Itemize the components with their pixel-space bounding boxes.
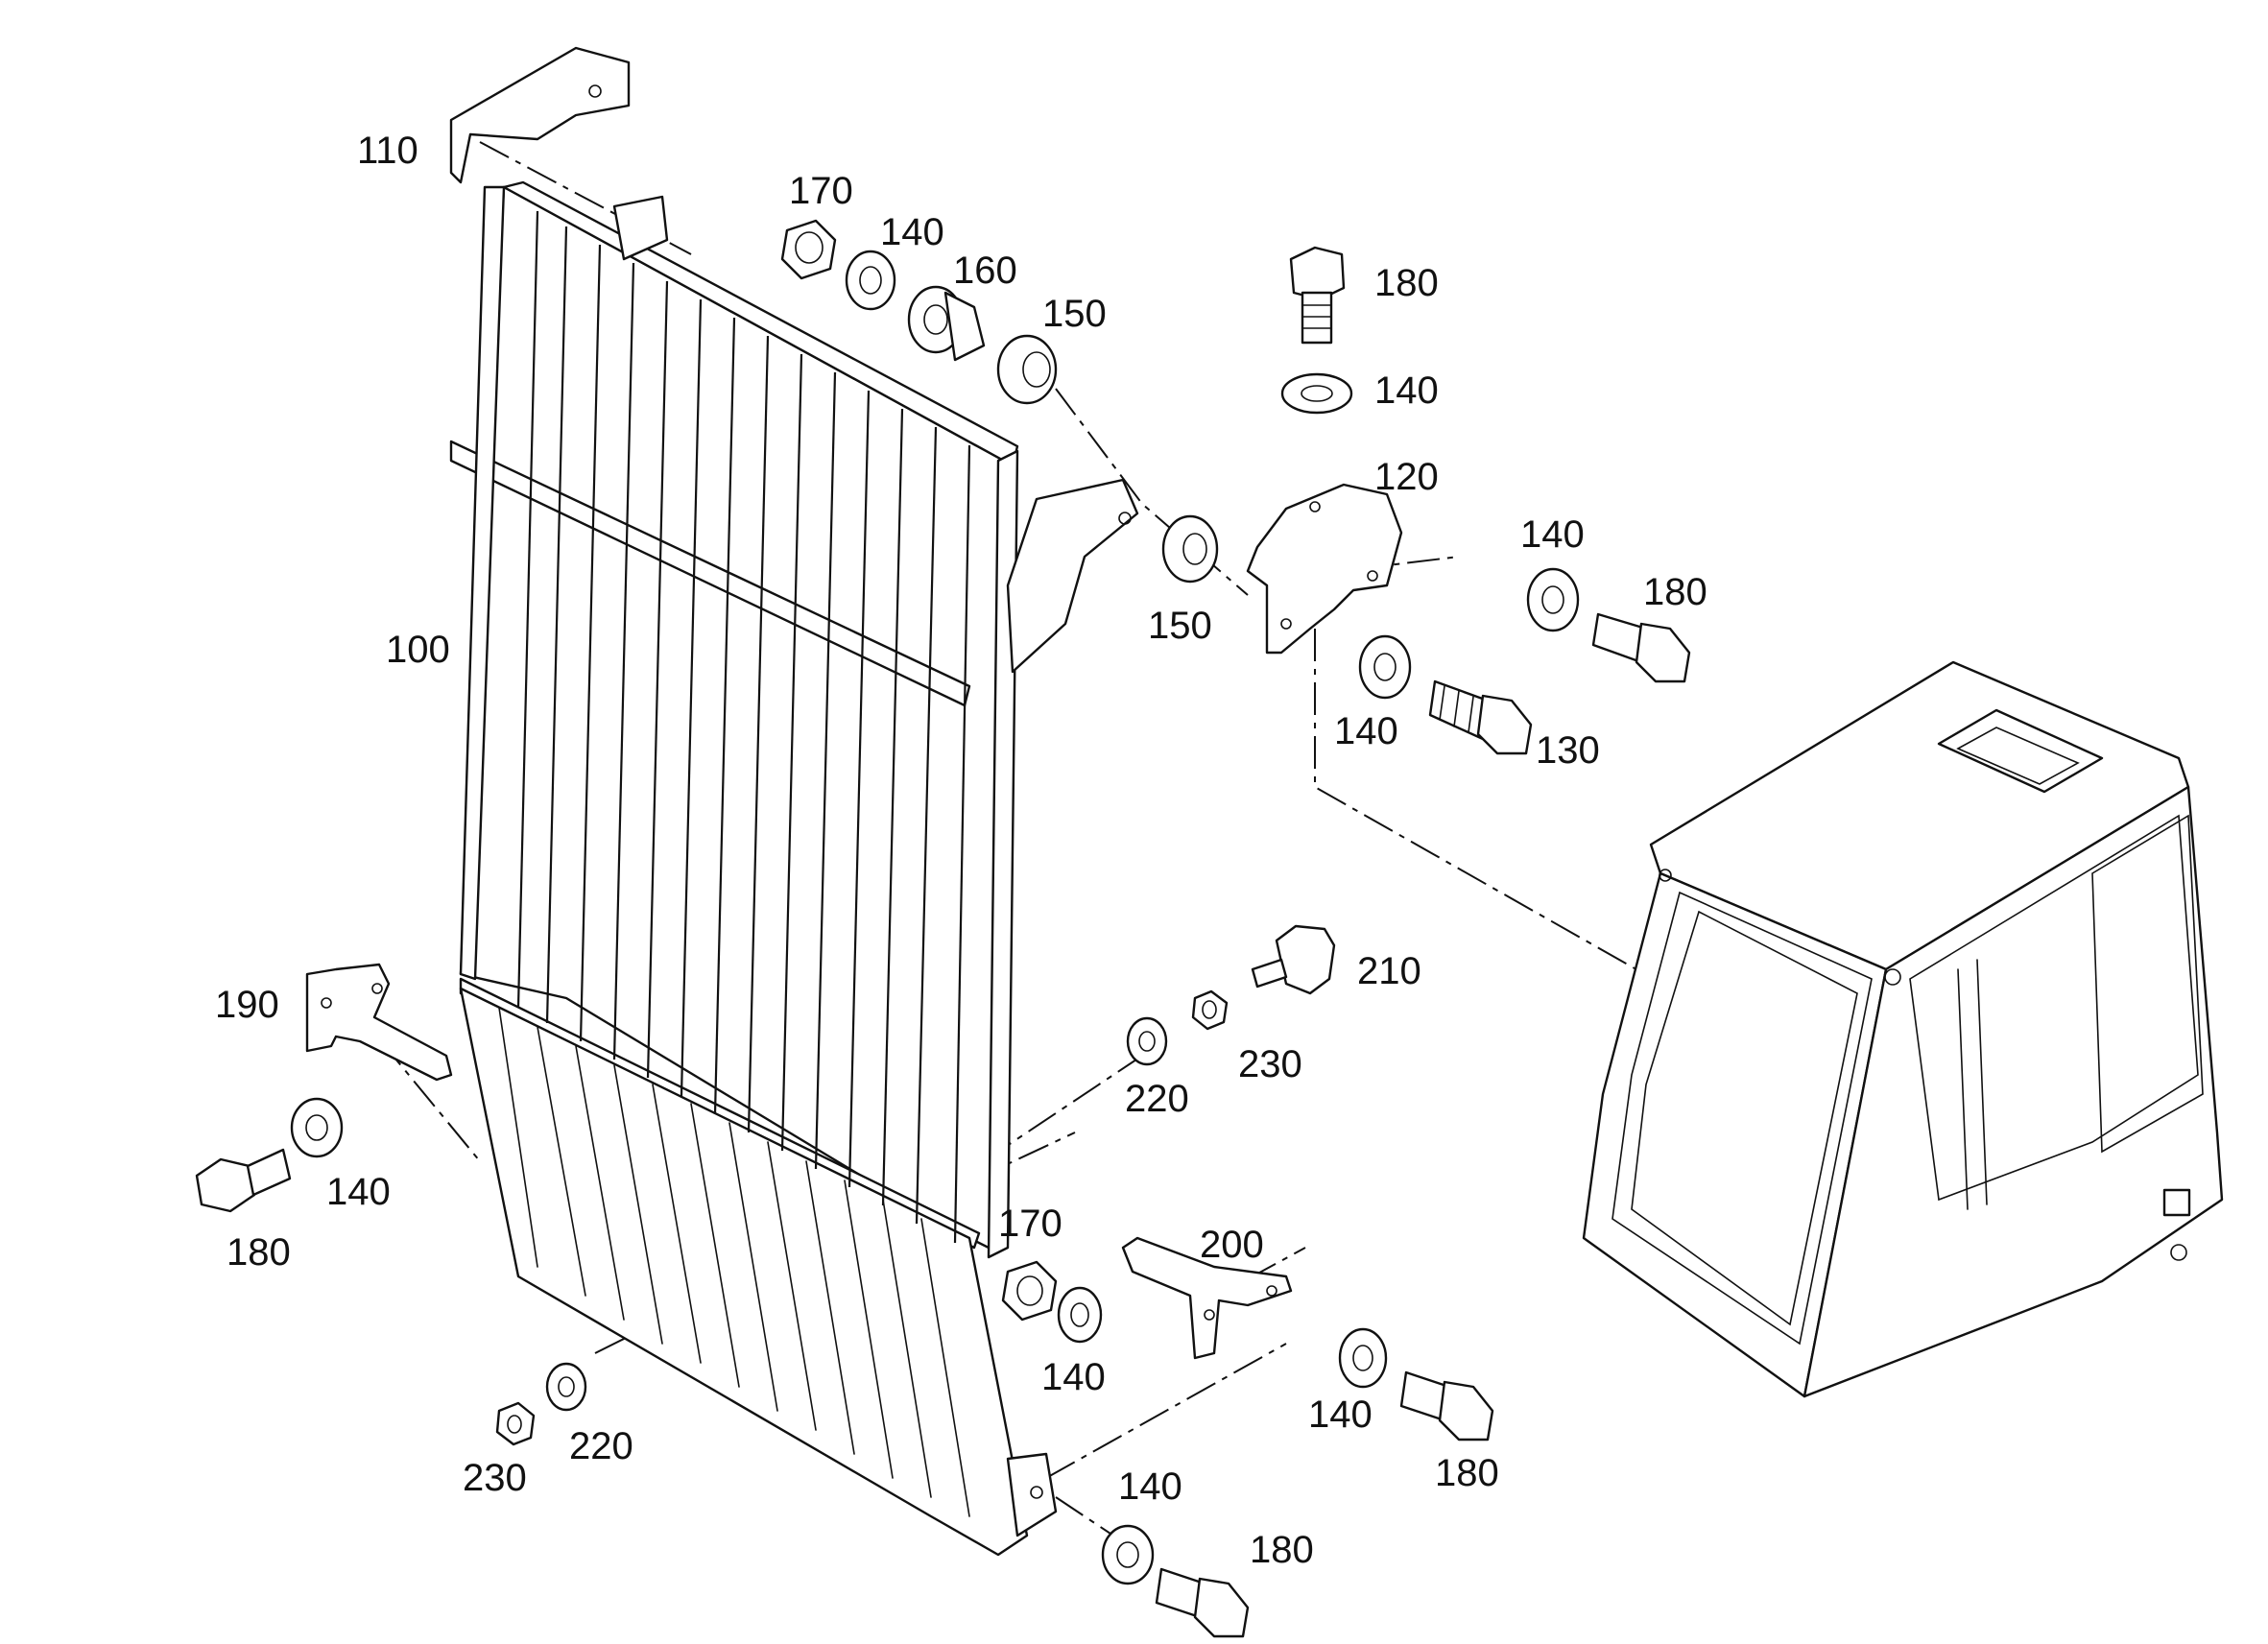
bushing-160-icon (907, 285, 986, 362)
nut-170-low-icon (1001, 1260, 1058, 1322)
callout-140-low: 140 (1041, 1356, 1106, 1398)
callout-180-right: 180 (1643, 571, 1707, 613)
callout-210: 210 (1357, 950, 1421, 992)
bumper-210-icon (1251, 924, 1336, 995)
nut-170-top-icon (780, 219, 837, 280)
callout-160: 160 (953, 250, 1017, 292)
bolt-180-bottom-icon (1155, 1567, 1250, 1638)
bolt-180-right-icon (1591, 612, 1691, 683)
guard-upper-bars (516, 210, 971, 1244)
bracket-190-icon (305, 963, 453, 1082)
washer-140-bolt-top-icon (1280, 372, 1353, 415)
callout-140-bolt-top: 140 (1374, 369, 1439, 412)
callout-180-bottom: 180 (1250, 1529, 1314, 1571)
washer-220-mid-icon (1126, 1016, 1168, 1066)
washer-140-mid-icon (1358, 634, 1412, 700)
washer-140-bottom-icon (1101, 1524, 1155, 1585)
washer-140-right-icon (1526, 567, 1580, 632)
callout-140-mid: 140 (1334, 710, 1398, 752)
callout-180-low-right: 180 (1435, 1452, 1499, 1494)
washer-140-low-icon (1057, 1286, 1103, 1344)
callout-180-left: 180 (227, 1231, 291, 1274)
washer-220-low-icon (545, 1362, 587, 1412)
callout-170-top: 170 (789, 170, 853, 212)
callout-130: 130 (1536, 729, 1600, 772)
nut-230-low-icon (495, 1401, 536, 1446)
callout-230-low: 230 (463, 1457, 527, 1499)
bracket-120-icon (1246, 483, 1403, 655)
operator-cab-icon (1582, 660, 2224, 1398)
guard-lower-mount-icon (1006, 1452, 1058, 1537)
callout-140-top: 140 (880, 211, 944, 253)
callout-110: 110 (357, 130, 418, 172)
washer-140-left-icon (290, 1097, 344, 1158)
callout-140-left: 140 (326, 1171, 391, 1213)
callout-100: 100 (386, 629, 450, 671)
callout-150-mid: 150 (1148, 605, 1212, 647)
bracket-110-icon (449, 46, 631, 184)
washer-150-mid-icon (1161, 514, 1219, 584)
guard-lower-bars (498, 1007, 970, 1517)
callout-200: 200 (1200, 1224, 1264, 1266)
bracket-200-icon (1121, 1236, 1293, 1360)
callout-220-mid: 220 (1125, 1078, 1189, 1120)
callout-140-right: 140 (1520, 513, 1585, 556)
washer-140-low-right-icon (1338, 1327, 1388, 1389)
callout-220-low: 220 (569, 1425, 633, 1467)
callout-180-top: 180 (1374, 262, 1439, 304)
callout-190: 190 (215, 984, 279, 1026)
callout-140-bottom: 140 (1118, 1465, 1182, 1508)
bolt-180-left-icon (195, 1148, 292, 1213)
callout-230-mid: 230 (1238, 1043, 1302, 1085)
front-guard-icon (449, 180, 1139, 1557)
callout-140-low-right: 140 (1308, 1394, 1373, 1436)
bushing-150-top-icon (996, 334, 1058, 405)
callout-150-top: 150 (1042, 293, 1107, 335)
bolt-180-top-icon (1289, 246, 1346, 345)
bolt-180-low-right-icon (1399, 1370, 1494, 1441)
bolt-130-icon (1428, 679, 1533, 755)
callout-120: 120 (1374, 456, 1439, 498)
washer-140-top-icon (845, 250, 896, 311)
callout-labels: 110 170 140 160 150 180 140 120 140 180 … (215, 130, 1707, 1571)
nut-230-mid-icon (1191, 989, 1229, 1031)
callout-170-low: 170 (998, 1203, 1062, 1245)
